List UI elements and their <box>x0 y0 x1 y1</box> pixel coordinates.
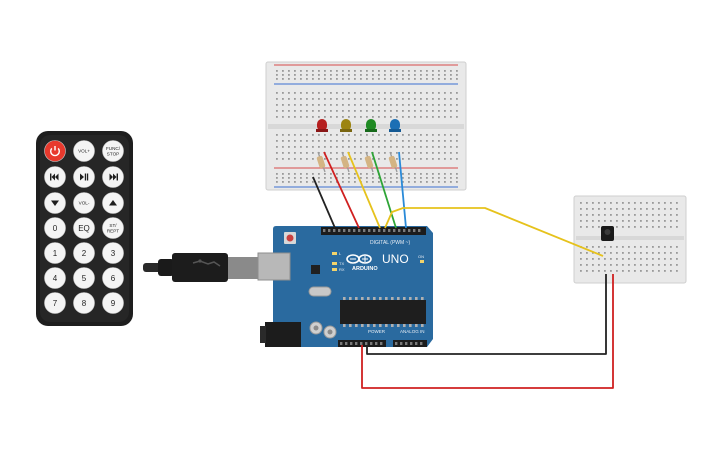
arduino-logo-icon <box>346 254 372 264</box>
arduino-uno[interactable]: DIGITAL (PWM ~) L TX RX ARDUINO UNO ON <box>257 226 433 347</box>
remote-button-label: VOL+ <box>78 149 90 154</box>
remote-button-label: 9 <box>111 299 116 308</box>
remote-button-label: STOP <box>107 152 119 157</box>
remote-button-func-stop[interactable]: FUNC/STOP <box>102 140 124 162</box>
usb-plug-metal <box>228 257 258 279</box>
breadboard-holes <box>276 70 458 183</box>
rx-label: RX <box>339 267 345 272</box>
yellow-wire-ir-signal[interactable] <box>384 207 604 257</box>
remote-button-label: EQ <box>78 224 90 233</box>
ir-remote[interactable]: VOL+ FUNC/STOP VOL- 0 EQ ST/REPT 1 2 3 4 5 6 7 8 9 <box>36 131 133 326</box>
led-yellow[interactable] <box>340 119 352 132</box>
triangle-down-icon <box>51 200 59 206</box>
remote-button-label: 2 <box>82 249 87 258</box>
remote-button-seven[interactable]: 7 <box>44 292 66 314</box>
led-blue[interactable] <box>389 119 401 132</box>
remote-button-label: 8 <box>82 299 87 308</box>
remote-button-label: VOL- <box>79 201 90 206</box>
black-wire-ir-gnd[interactable] <box>366 274 607 355</box>
resistor[interactable] <box>364 151 374 173</box>
usb-chip <box>311 265 320 274</box>
power-icon <box>50 146 60 157</box>
remote-button-label: FUNC/ <box>106 146 121 151</box>
usb-cable <box>143 253 258 282</box>
remote-button-vol-up[interactable]: VOL+ <box>73 140 95 162</box>
remote-button-nine[interactable]: 9 <box>102 292 124 314</box>
resistors <box>316 151 398 173</box>
red-wire-led[interactable] <box>323 151 360 229</box>
remote-button-label: ST/ <box>109 223 117 228</box>
remote-button-prev[interactable] <box>44 166 66 188</box>
resistor[interactable] <box>316 151 326 173</box>
remote-button-eq[interactable]: EQ <box>73 217 95 239</box>
resistor[interactable] <box>388 151 398 173</box>
remote-button-play-pause[interactable] <box>73 166 95 188</box>
red-wire-ir-power[interactable] <box>361 274 614 389</box>
black-wire-led-gnd[interactable] <box>312 176 336 229</box>
usb-socket <box>257 252 291 281</box>
remote-button-grid: VOL+ FUNC/STOP VOL- 0 EQ ST/REPT 1 2 3 4 5 6 7 8 9 <box>44 140 124 314</box>
ir-breadboard <box>573 195 687 284</box>
remote-button-five[interactable]: 5 <box>73 267 95 289</box>
usb-symbol-icon <box>192 260 221 267</box>
remote-button-st-rept[interactable]: ST/REPT <box>102 217 124 239</box>
yellow-wire-led[interactable] <box>347 151 381 229</box>
ir-receiver-lens <box>604 229 611 235</box>
remote-button-label: 7 <box>53 299 58 308</box>
remote-button-two[interactable]: 2 <box>73 242 95 264</box>
usb-plug <box>172 253 228 282</box>
arduino-brand: ARDUINO <box>352 266 378 272</box>
power-jack <box>265 322 301 347</box>
power-label: POWER <box>368 329 386 334</box>
remote-button-vol-down[interactable]: VOL- <box>73 192 95 214</box>
skip-back-icon <box>50 173 59 181</box>
remote-button-up[interactable] <box>102 192 124 214</box>
remote-button-label: 5 <box>82 274 87 283</box>
remote-button-one[interactable]: 1 <box>44 242 66 264</box>
remote-button-power[interactable] <box>44 140 66 162</box>
triangle-up-icon <box>109 200 117 206</box>
green-wire-led[interactable] <box>371 151 397 229</box>
skip-forward-icon <box>109 173 118 181</box>
analog-label: ANALOG IN <box>400 329 425 334</box>
usb-cable-tail <box>143 263 161 272</box>
breadboard-center-channel <box>268 124 464 129</box>
tx-label: TX <box>339 261 344 266</box>
remote-button-label: 6 <box>111 274 116 283</box>
led-red[interactable] <box>316 119 328 132</box>
remote-button-six[interactable]: 6 <box>102 267 124 289</box>
l-label: L <box>339 251 342 256</box>
on-label: ON <box>418 254 424 259</box>
remote-button-down[interactable] <box>44 192 66 214</box>
remote-button-zero[interactable]: 0 <box>44 217 66 239</box>
remote-button-label: REPT <box>107 229 119 234</box>
remote-button-four[interactable]: 4 <box>44 267 66 289</box>
crystal <box>308 286 332 297</box>
arduino-model: UNO <box>382 252 409 266</box>
remote-button-label: 1 <box>53 249 58 258</box>
resistor[interactable] <box>340 151 350 173</box>
led-green[interactable] <box>365 119 377 132</box>
blue-wire-led[interactable] <box>398 151 407 229</box>
wires <box>312 151 614 389</box>
remote-button-label: 3 <box>111 249 116 258</box>
remote-button-eight[interactable]: 8 <box>73 292 95 314</box>
mini-breadboard-holes <box>580 202 678 272</box>
play-pause-icon <box>80 173 89 181</box>
remote-button-three[interactable]: 3 <box>102 242 124 264</box>
remote-button-next[interactable] <box>102 166 124 188</box>
digital-label: DIGITAL (PWM ~) <box>370 240 410 246</box>
atmega-chip <box>340 300 426 324</box>
remote-button-label: 4 <box>53 274 58 283</box>
remote-button-label: 0 <box>53 224 58 233</box>
usb-cable-boot <box>158 259 174 276</box>
